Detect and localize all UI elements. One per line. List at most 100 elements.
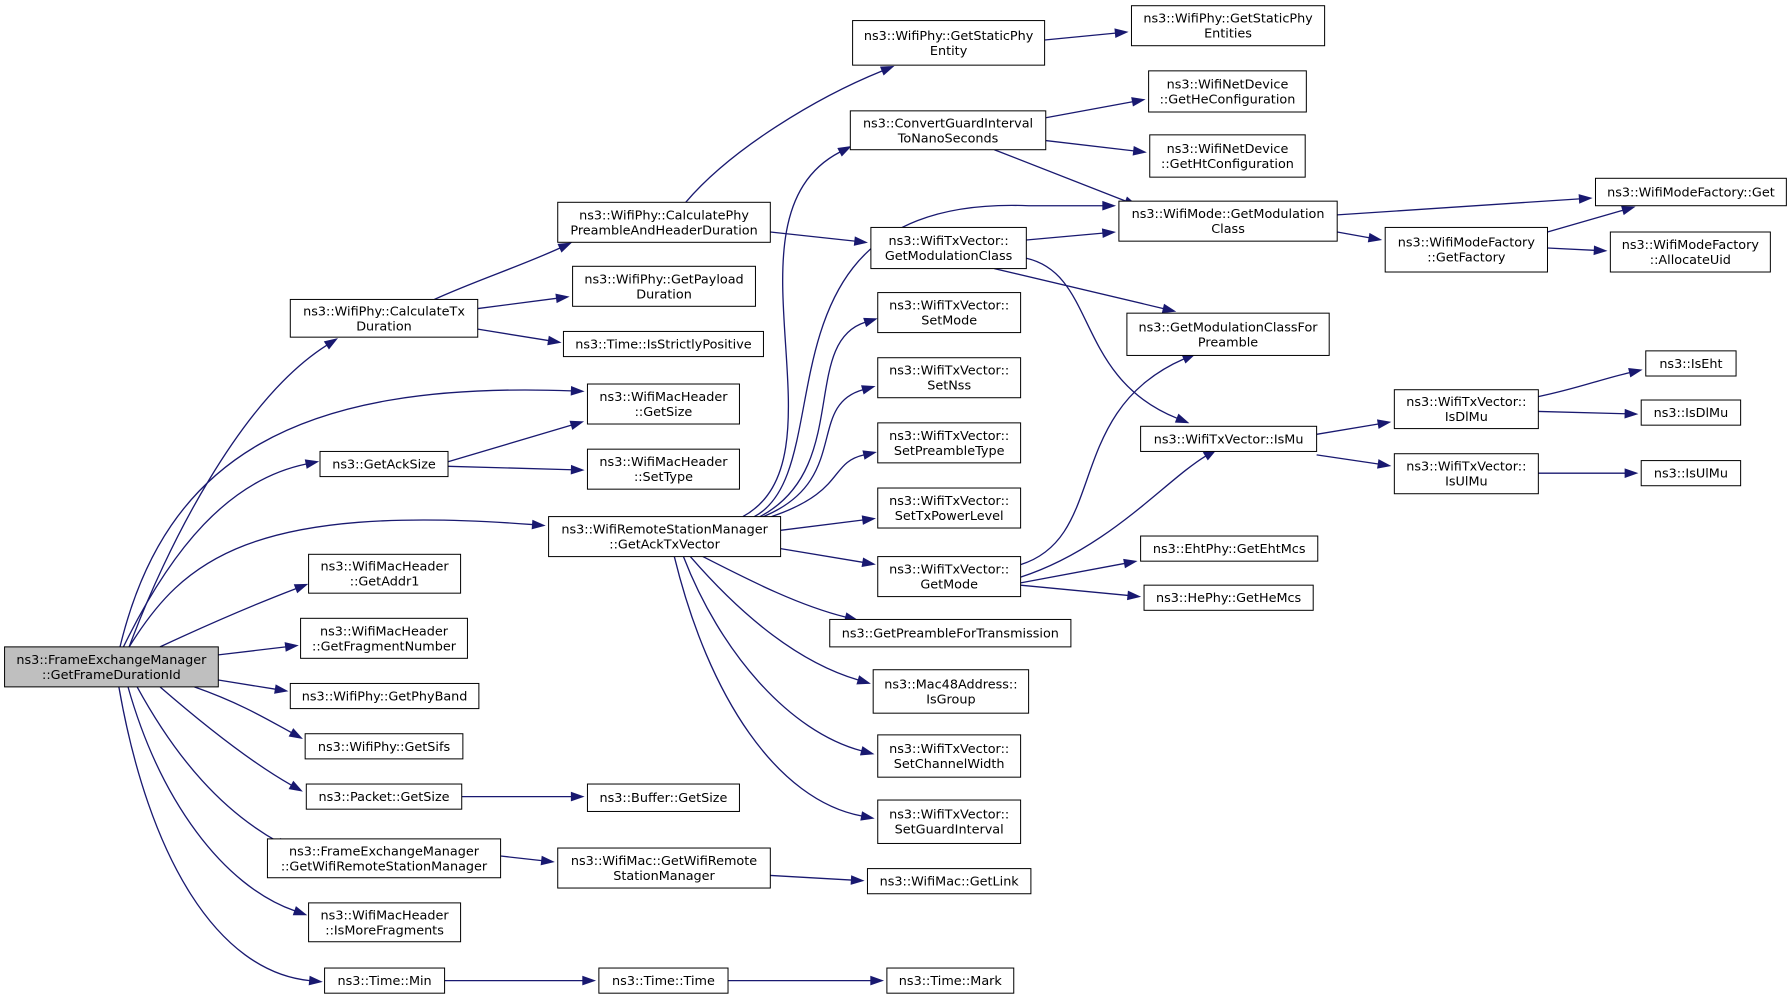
call-edge [447,464,585,475]
node-box [305,783,463,810]
call-edge [127,686,308,916]
arrow-head [1131,97,1146,107]
node-ns3-frameexchangemanager-getframedurationid[interactable]: ns3::FrameExchangeManager::GetFrameDurat… [4,646,219,688]
node-ns3-wifitxvector-getmodulationclass[interactable]: ns3::WifiTxVector::GetModulationClass [870,226,1027,270]
arrow-head [1102,200,1117,211]
node-label: ns3::WifiMacHeader [599,390,728,405]
node-ns3-wifimacheader-ismorefragments[interactable]: ns3::WifiMacHeader::IsMoreFragments [308,902,462,943]
node-label: ns3::WifiMacHeader [599,455,728,470]
node-ns3-wifitxvector-isdlmu[interactable]: ns3::WifiTxVector::IsDlMu [1393,389,1539,430]
node-ns3-wifitxvector-ismu[interactable]: ns3::WifiTxVector::IsMu [1140,425,1318,452]
node-ns3-time-isstrictlypositive[interactable]: ns3::Time::IsStrictlyPositive [562,330,764,358]
arrow-head [856,675,871,685]
node-ns3-isulmu[interactable]: ns3::IsUlMu [1640,460,1742,487]
node-ns3-wifinetdevice-getheconfiguration[interactable]: ns3::WifiNetDevice::GetHeConfiguration [1148,70,1307,113]
call-edge [754,200,1117,518]
node-ns3-wifitxvector-setmode[interactable]: ns3::WifiTxVector::SetMode [877,292,1022,334]
node-ns3-wifiphy-calculatephy-preambleandheaderduration[interactable]: ns3::WifiPhy::CalculatePhyPreambleAndHea… [557,201,771,243]
node-box [870,226,1027,270]
call-edge [1045,97,1146,119]
node-box [586,783,740,812]
node-ns3-wifimodefactory-get[interactable]: ns3::WifiModeFactory::Get [1594,177,1787,207]
node-label: ::AllocateUid [1650,253,1731,268]
node-ns3-wifimacheader-getaddr1[interactable]: ns3::WifiMacHeader::GetAddr1 [308,553,462,594]
node-box [289,682,480,710]
node-ns3-hephy-gethemcs[interactable]: ns3::HePhy::GetHeMcs [1143,584,1314,611]
node-label: ns3::WifiPhy::CalculatePhy [579,208,749,223]
call-edge [159,686,303,792]
node-label: ns3::GetAckSize [332,458,436,473]
node-label: ns3::IsDlMu [1654,406,1729,421]
node-label: ns3::Packet::GetSize [318,790,449,805]
node-ns3-getacksize[interactable]: ns3::GetAckSize [319,450,449,478]
arrow-head [1132,146,1147,156]
arrow-head [861,515,876,525]
call-edge [994,149,1139,206]
node-ns3-wifiphy-getsifs[interactable]: ns3::WifiPhy::GetSifs [304,733,464,760]
node-ns3-ehtphy-getehtmcs[interactable]: ns3::EhtPhy::GetEhtMcs [1140,535,1319,562]
node-ns3-wifimode-getmodulation-class[interactable]: ns3::WifiMode::GetModulationClass [1118,200,1338,242]
node-ns3-wifitxvector-settxpowerlevel[interactable]: ns3::WifiTxVector::SetTxPowerLevel [877,487,1022,529]
node-label: ns3::Mac48Address:: [884,677,1017,692]
call-edge [1538,368,1643,398]
node-label: Preamble [1198,335,1258,350]
node-ns3-mac48address-isgroup[interactable]: ns3::Mac48Address::IsGroup [872,669,1030,714]
node-ns3-wifitxvector-isulmu[interactable]: ns3::WifiTxVector::IsUlMu [1393,453,1539,495]
node-label: ns3::WifiModeFactory [1398,236,1536,251]
call-edge [1026,228,1117,241]
node-label: ::GetAckTxVector [609,538,720,553]
node-ns3-time-min[interactable]: ns3::Time::Min [324,967,446,994]
node-ns3-frameexchangemanager-getwifiremotestationmanager[interactable]: ns3::FrameExchangeManager::GetWifiRemote… [266,838,502,879]
call-edge [128,519,546,648]
node-label: ns3::WifiMac::GetLink [880,875,1020,890]
node-box [1393,389,1539,430]
node-ns3-wifitxvector-setpreambletype[interactable]: ns3::WifiTxVector::SetPreambleType [877,422,1022,464]
call-edge [444,975,597,986]
node-ns3-time-mark[interactable]: ns3::Time::Mark [886,967,1015,994]
node-ns3-wifimodefactory-getfactory[interactable]: ns3::WifiModeFactory::GetFactory [1384,226,1548,273]
call-edge [461,791,585,802]
node-ns3-wifimac-getlink[interactable]: ns3::WifiMac::GetLink [866,868,1032,895]
node-ns3-iseht[interactable]: ns3::IsEht [1645,350,1737,377]
node-ns3-wifimodefactory-allocateuid[interactable]: ns3::WifiModeFactory::AllocateUid [1609,231,1771,273]
node-ns3-wifitxvector-setchannelwidth[interactable]: ns3::WifiTxVector::SetChannelWidth [877,734,1022,778]
node-ns3-wifiremotestationmanager-getacktxvector[interactable]: ns3::WifiRemoteStationManager::GetAckTxV… [548,516,782,558]
node-ns3-time-time[interactable]: ns3::Time::Time [598,967,729,994]
node-label: ns3::WifiMac::GetWifiRemote [571,854,757,869]
node-label: Entity [930,44,968,59]
node-ns3-wifimacheader-getsize[interactable]: ns3::WifiMacHeader::GetSize [586,383,740,425]
node-ns3-packet-getsize[interactable]: ns3::Packet::GetSize [305,783,463,810]
node-box [877,422,1022,464]
node-label: ns3::FrameExchangeManager [289,844,480,859]
node-label: ::GetWifiRemoteStationManager [281,859,488,874]
node-label: SetMode [921,314,977,329]
node-ns3-wifimacheader-settype[interactable]: ns3::WifiMacHeader::SetType [586,448,740,490]
node-ns3-wifitxvector-setnss[interactable]: ns3::WifiTxVector::SetNss [877,357,1022,399]
node-ns3-wifimac-getwifiremote-stationmanager[interactable]: ns3::WifiMac::GetWifiRemoteStationManage… [557,847,771,889]
call-edge [447,420,585,463]
call-edge [1547,245,1608,256]
node-box [1609,231,1771,273]
node-label: ::GetHeConfiguration [1160,92,1296,107]
node-box [829,618,1072,648]
node-label: ns3::WifiTxVector:: [889,563,1009,578]
node-ns3-wifitxvector-getmode[interactable]: ns3::WifiTxVector::GetMode [877,556,1022,598]
arrow-head [323,338,338,350]
node-ns3-wifinetdevice-gethtconfiguration[interactable]: ns3::WifiNetDevice::GetHtConfiguration [1149,134,1306,178]
node-ns3-wifitxvector-setguardinterval[interactable]: ns3::WifiTxVector::SetGuardInterval [877,799,1022,844]
node-ns3-getpreamblefortransmission[interactable]: ns3::GetPreambleForTransmission [829,618,1072,648]
arrow-head [547,335,562,346]
node-ns3-wifimacheader-getfragmentnumber[interactable]: ns3::WifiMacHeader::GetFragmentNumber [300,617,468,659]
call-edge [780,515,876,531]
node-ns3-isdlmu[interactable]: ns3::IsDlMu [1640,399,1742,426]
node-box [1640,399,1742,426]
node-ns3-wifiphy-getphyband[interactable]: ns3::WifiPhy::GetPhyBand [289,682,480,710]
node-ns3-buffer-getsize[interactable]: ns3::Buffer::GetSize [586,783,740,812]
call-edge [1316,454,1392,469]
